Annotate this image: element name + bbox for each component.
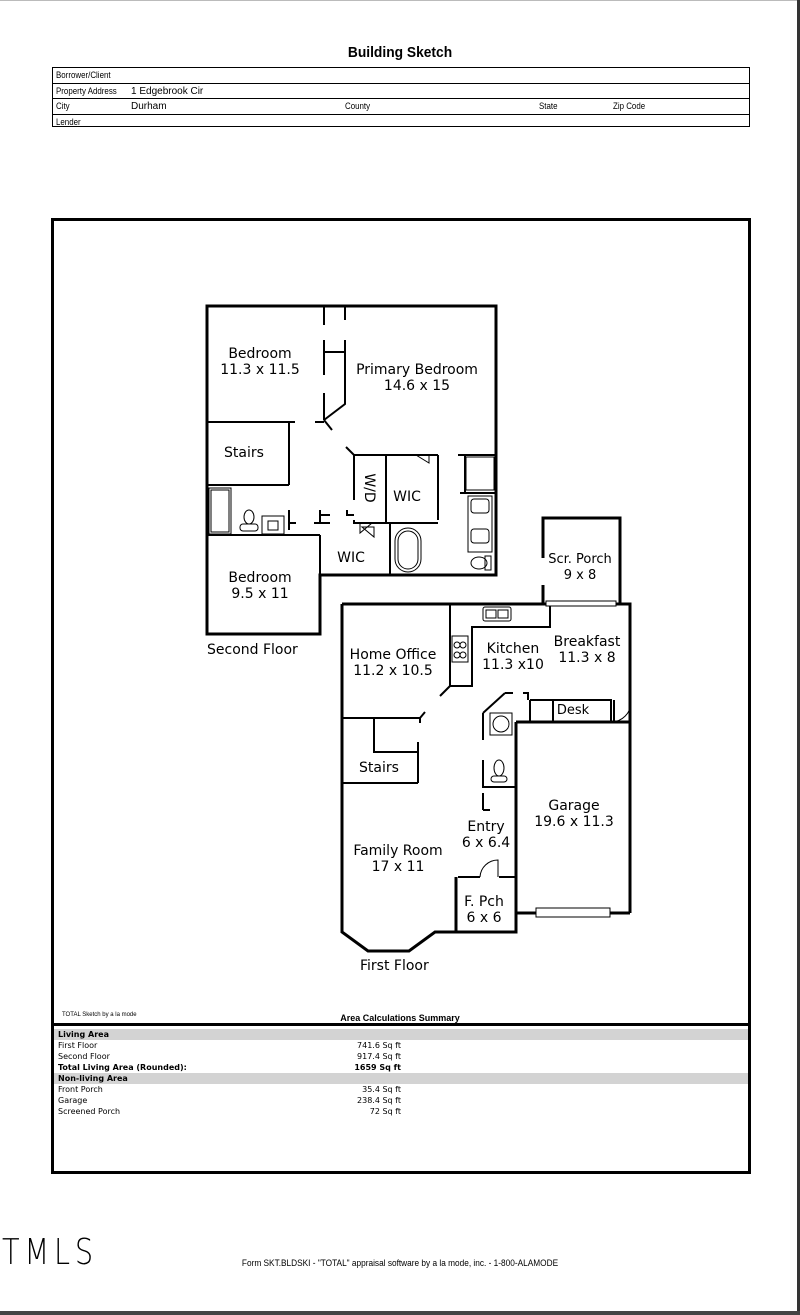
room-dims: 6 x 6 [466,910,502,926]
room-dims: 11.3 x 8 [558,650,616,666]
room-dims: 17 x 11 [371,859,425,875]
room-dims: 9.5 x 11 [231,586,289,602]
room-front-porch: F. Pch 6 x 6 [464,894,504,926]
nonliving-area-heading: Non-living Area [54,1073,748,1084]
summary-row: Garage 238.4 Sq ft [54,1095,748,1106]
room-dims: 11.3 x 11.5 [220,362,300,378]
summary-divider [53,1023,749,1026]
lender-row: Lender [53,115,749,130]
total-living-row: Total Living Area (Rounded): 1659 Sq ft [54,1062,748,1073]
room-screened-porch: Scr. Porch 9 x 8 [548,552,612,584]
screened-porch-walls [541,516,622,604]
summary-row: Screened Porch 72 Sq ft [54,1106,748,1117]
borrower-label: Borrower/Client [56,70,111,80]
summary-row: Second Floor 917.4 Sq ft [54,1051,748,1062]
room-name: WIC [393,489,421,505]
row-label: Front Porch [58,1085,103,1094]
city-label: City [56,101,70,111]
county-label: County [345,101,371,111]
summary-row: First Floor 741.6 Sq ft [54,1040,748,1051]
row-label: Screened Porch [58,1107,121,1116]
page-title: Building Sketch [347,44,453,61]
room-name: Desk [556,703,590,718]
page-edge-right [797,0,800,1315]
city-value: Durham [131,101,167,112]
room-name: WIC [337,550,365,566]
row-label: Garage [58,1096,88,1105]
total-value: 1659 Sq ft [354,1063,401,1072]
row-value: 917.4 Sq ft [357,1052,401,1061]
room-dims: 9 x 8 [563,568,597,583]
room-name: Stairs [224,445,264,461]
room-name: Home Office [349,647,437,663]
room-name: Scr. Porch [548,552,612,567]
room-primary-bedroom: Primary Bedroom 14.6 x 15 [356,362,478,394]
room-name: Primary Bedroom [356,362,478,378]
row-value: 72 Sq ft [369,1107,401,1116]
row-label: Second Floor [58,1052,110,1061]
room-entry: Entry 6 x 6.4 [462,819,510,851]
room-home-office: Home Office 11.2 x 10.5 [350,647,437,679]
first-floor-interior [342,604,615,878]
room-name: Bedroom [228,570,292,586]
room-name: Bedroom [228,346,292,362]
first-floor-fixtures [451,600,632,918]
room-dims: 19.6 x 11.3 [534,814,614,830]
room-dims: 11.2 x 10.5 [353,663,433,679]
row-label: First Floor [58,1041,98,1050]
footer-text: Form SKT.BLDSKI - "TOTAL" appraisal soft… [241,1258,559,1268]
room-stairs-first: Stairs [359,760,399,776]
room-name: Kitchen [486,641,540,657]
second-floor-interior [207,306,496,575]
room-dims: 11.3 x10 [482,657,544,673]
total-label: Total Living Area (Rounded): [58,1063,187,1072]
area-summary-table: Living Area First Floor 741.6 Sq ft Seco… [54,1029,748,1117]
room-name: Entry [467,819,505,835]
room-name: Family Room [353,843,443,859]
address-row: Property Address 1 Edgebrook Cir [53,84,749,99]
property-info-table: Borrower/Client Property Address 1 Edgeb… [52,67,750,127]
room-garage: Garage 19.6 x 11.3 [534,798,614,830]
second-floor-label: Second Floor [207,642,298,658]
sketch-frame [51,218,751,1174]
room-kitchen: Kitchen 11.3 x10 [482,641,544,673]
room-bedroom-2: Bedroom 9.5 x 11 [228,570,291,602]
room-family-room: Family Room 17 x 11 [353,843,442,875]
room-name: Garage [548,798,600,814]
address-label: Property Address [56,85,117,96]
first-floor-label: First Floor [360,958,429,974]
row-value: 35.4 Sq ft [362,1085,401,1094]
room-breakfast: Breakfast 11.3 x 8 [554,634,621,666]
room-name: Stairs [359,760,399,776]
room-name: Breakfast [553,634,621,650]
city-row: City Durham County State Zip Code [53,99,749,115]
second-floor-fixtures [208,454,495,573]
row-value: 741.6 Sq ft [357,1041,401,1050]
row-value: 238.4 Sq ft [357,1096,401,1105]
living-area-heading: Living Area [54,1029,748,1040]
summary-row: Front Porch 35.4 Sq ft [54,1084,748,1095]
room-wd: W/D [361,473,377,502]
summary-title: Area Calculations Summary [340,1013,460,1023]
tmls-logo: TMLS [2,1232,98,1273]
sketch-credit: TOTAL Sketch by a la mode [62,1012,137,1018]
address-value: 1 Edgebrook Cir [131,85,204,97]
state-label: State [539,101,558,111]
room-bedroom-1: Bedroom 11.3 x 11.5 [220,346,300,378]
room-name: F. Pch [464,894,504,910]
room-dims: 14.6 x 15 [383,378,451,394]
room-desk: Desk [557,703,589,719]
borrower-row: Borrower/Client [53,68,749,84]
room-name: W/D [361,473,377,503]
page-edge-top [0,0,800,1]
room-stairs-second: Stairs [224,445,264,461]
lender-label: Lender [56,116,81,127]
room-wic-2: WIC [337,550,365,566]
room-dims: 6 x 6.4 [461,835,511,851]
page-edge-bottom [0,1311,800,1315]
zip-label: Zip Code [613,101,646,111]
room-wic-1: WIC [393,489,421,505]
